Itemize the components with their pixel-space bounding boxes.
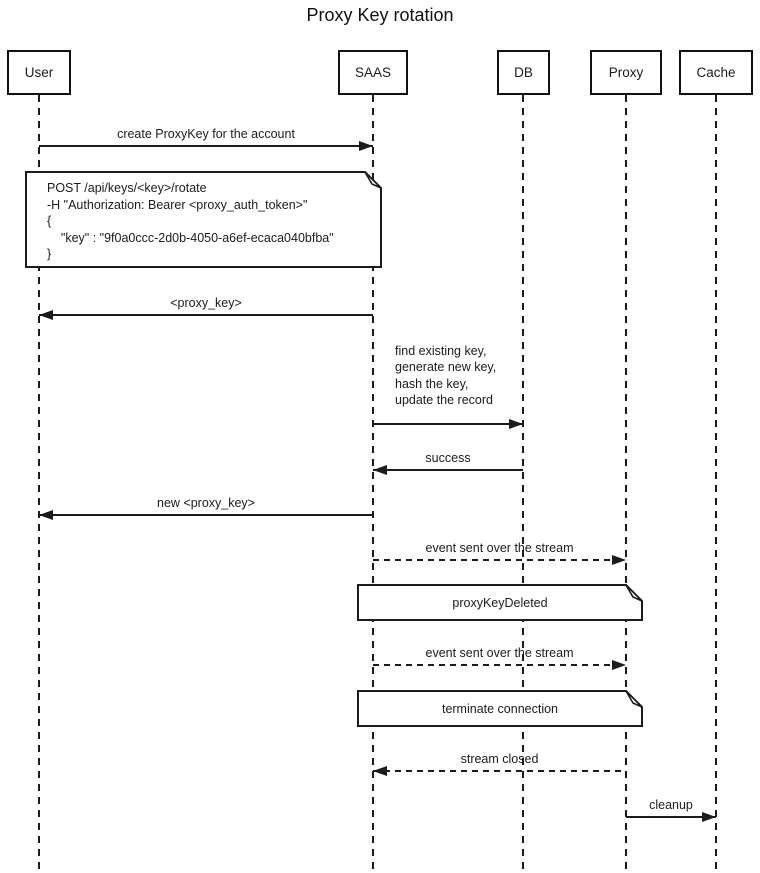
note-fold-icon [625, 584, 643, 602]
message-label: cleanup [649, 798, 693, 812]
note-fold-icon [364, 171, 382, 189]
actor-cache-label: Cache [696, 65, 736, 80]
message-label: stream closed [460, 752, 539, 766]
arrow-left-icon [39, 510, 53, 520]
message-label-line: hash the key, [395, 376, 469, 391]
diagram-title: Proxy Key rotation [306, 5, 454, 25]
note-line: POST /api/keys/<key>/rotate [47, 181, 207, 195]
arrow-right-icon [612, 660, 626, 670]
actor-user: User [7, 50, 71, 95]
actor-db: DB [497, 50, 550, 95]
actor-user-label: User [24, 65, 54, 80]
message-line [39, 514, 373, 516]
note-terminate-connection-text: terminate connection [441, 701, 559, 716]
note-fold-icon [625, 690, 643, 708]
message-label: success [425, 451, 471, 465]
message-line [626, 816, 716, 818]
actor-proxy: Proxy [590, 50, 662, 95]
message-label: new <proxy_key> [157, 496, 255, 510]
arrow-right-icon [612, 555, 626, 565]
note-post-rotate [25, 171, 382, 268]
lifeline-saas [372, 95, 374, 873]
message-label-line: update the record [395, 392, 493, 407]
note-line: { [47, 214, 52, 229]
lifeline-cache [715, 95, 717, 873]
message-line [39, 314, 373, 316]
arrow-left-icon [373, 465, 387, 475]
arrow-left-icon [373, 766, 387, 776]
message-line [373, 664, 626, 666]
message-label: event sent over the stream [425, 646, 574, 660]
message-label: find existing key, generate new key, has… [395, 343, 496, 408]
message-line [373, 469, 523, 471]
message-line [373, 559, 626, 561]
arrow-right-icon [702, 812, 716, 822]
message-line [373, 770, 626, 772]
message-label: event sent over the stream [425, 541, 574, 555]
actor-saas-label: SAAS [354, 65, 392, 80]
message-label-line: find existing key, [395, 344, 487, 358]
message-label-line: generate new key, [395, 360, 497, 375]
lifeline-user [38, 95, 40, 873]
note-proxykeydeleted-text: proxyKeyDeleted [452, 595, 548, 610]
message-line [39, 145, 373, 147]
lifeline-db [522, 95, 524, 873]
actor-cache: Cache [679, 50, 753, 95]
arrow-left-icon [39, 310, 53, 320]
message-line [373, 423, 523, 425]
note-line: } [47, 247, 52, 262]
actor-db-label: DB [514, 65, 533, 80]
message-label: <proxy_key> [170, 296, 242, 310]
note-terminate-connection [357, 690, 643, 727]
arrow-right-icon [359, 141, 373, 151]
lifeline-proxy [625, 95, 627, 873]
note-line: "key" : "9f0a0ccc-2d0b-4050-a6ef-ecaca04… [47, 230, 334, 245]
actor-proxy-label: Proxy [608, 65, 644, 80]
message-label: create ProxyKey for the account [117, 127, 295, 141]
actor-saas: SAAS [338, 50, 408, 95]
note-line: -H "Authorization: Bearer <proxy_auth_to… [47, 197, 308, 212]
arrow-right-icon [509, 419, 523, 429]
note-proxykeydeleted [357, 584, 643, 621]
note-post-rotate-text: POST /api/keys/<key>/rotate -H "Authoriz… [47, 180, 377, 263]
